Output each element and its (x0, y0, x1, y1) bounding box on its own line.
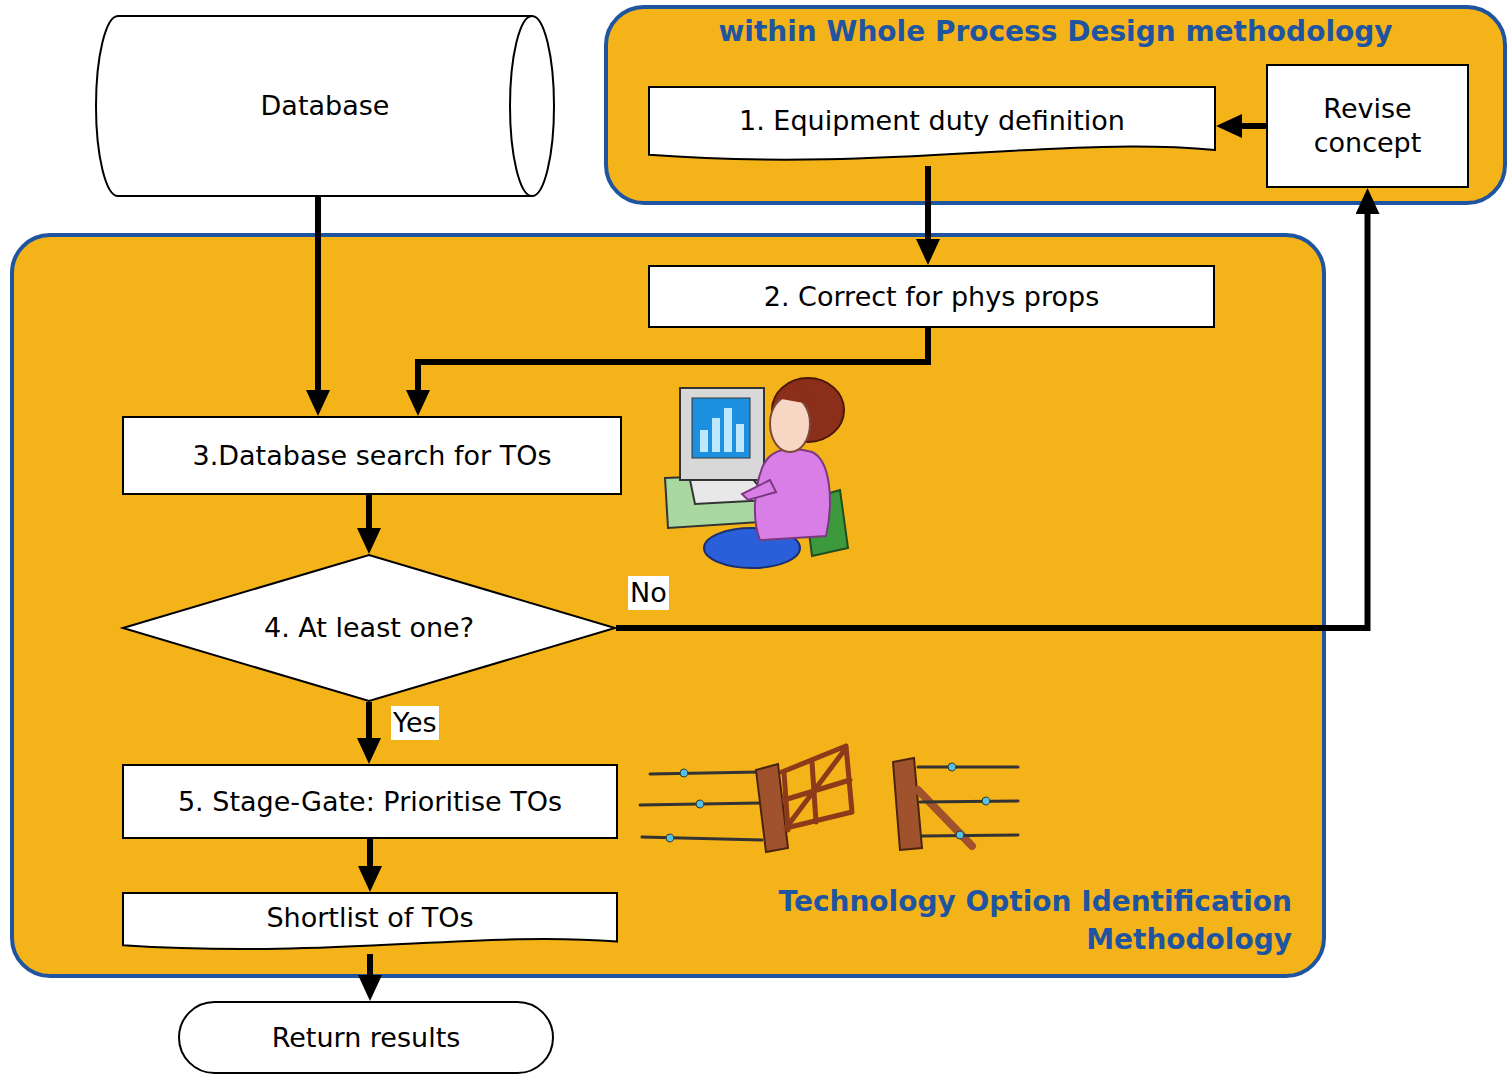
flow-arrow (418, 328, 928, 402)
flow-arrow (925, 166, 931, 251)
wire-knot (948, 763, 956, 771)
flow-arrow (367, 839, 373, 878)
box-label: 3.Database search for TOs (193, 439, 552, 473)
band-heading: within Whole Process Design methodology (608, 13, 1503, 51)
flow-arrow (315, 197, 321, 402)
band-heading: Technology Option Identification Methodo… (752, 883, 1292, 959)
fence-wire (918, 766, 1018, 769)
screen-bar (700, 430, 708, 452)
diamond-outline (123, 555, 615, 701)
fringe (776, 390, 816, 404)
edge-label: No (628, 576, 669, 610)
document-outline (649, 87, 1215, 160)
database-cylinder: Database (95, 15, 555, 197)
arm (742, 480, 776, 500)
fence-brace (918, 790, 972, 846)
document-box: Shortlist of TOs (122, 892, 618, 954)
document-outline (123, 893, 617, 949)
process-box: 3.Database search for TOs (122, 416, 622, 495)
woman-at-computer (665, 378, 848, 568)
gate-frame (782, 746, 852, 830)
screen-bar (724, 408, 732, 452)
box-label: 1. Equipment duty definition (739, 104, 1125, 138)
monitor-screen (692, 398, 750, 458)
flow-arrow (366, 702, 372, 750)
decision-diamond: 4. At least one? (122, 554, 616, 702)
methodology-band: within Whole Process Design methodology 1… (604, 5, 1507, 205)
wire-knot (956, 831, 964, 839)
fence-wire (650, 772, 760, 774)
screen-bar (712, 418, 720, 452)
box-label: 4. At least one? (264, 611, 474, 645)
process-box: 2. Correct for phys props (648, 265, 1215, 328)
box-label: 5. Stage-Gate: Prioritise TOs (178, 785, 562, 819)
face (770, 396, 810, 452)
flow-arrow (367, 954, 373, 987)
box-label: Return results (272, 1021, 461, 1055)
cylinder-end (510, 16, 532, 196)
stage-gate-fences (640, 746, 1018, 852)
screen-bar (736, 424, 744, 452)
wire-knot (680, 769, 688, 777)
fence-post (893, 758, 922, 850)
flow-arrow (366, 495, 372, 540)
terminator: Return results (178, 1001, 554, 1074)
flow-arrow (1230, 123, 1266, 129)
flow-arrow (616, 202, 1368, 628)
process-box: 5. Stage-Gate: Prioritise TOs (122, 764, 618, 839)
box-label: Database (261, 89, 390, 123)
document-box: 1. Equipment duty definition (648, 86, 1216, 166)
fence-wire (920, 801, 1018, 802)
edge-label: Yes (391, 706, 439, 740)
fence-wire (642, 837, 762, 840)
wire-knot (666, 834, 674, 842)
box-label: Shortlist of TOs (266, 901, 473, 935)
process-box: Revise concept (1266, 64, 1469, 188)
monitor (680, 388, 764, 480)
box-label: Revise concept (1268, 92, 1467, 160)
cylinder-body (96, 16, 554, 196)
fence-wire (922, 835, 1018, 836)
box-label: 2. Correct for phys props (764, 280, 1099, 314)
wire-knot (696, 800, 704, 808)
wire-knot (982, 797, 990, 805)
